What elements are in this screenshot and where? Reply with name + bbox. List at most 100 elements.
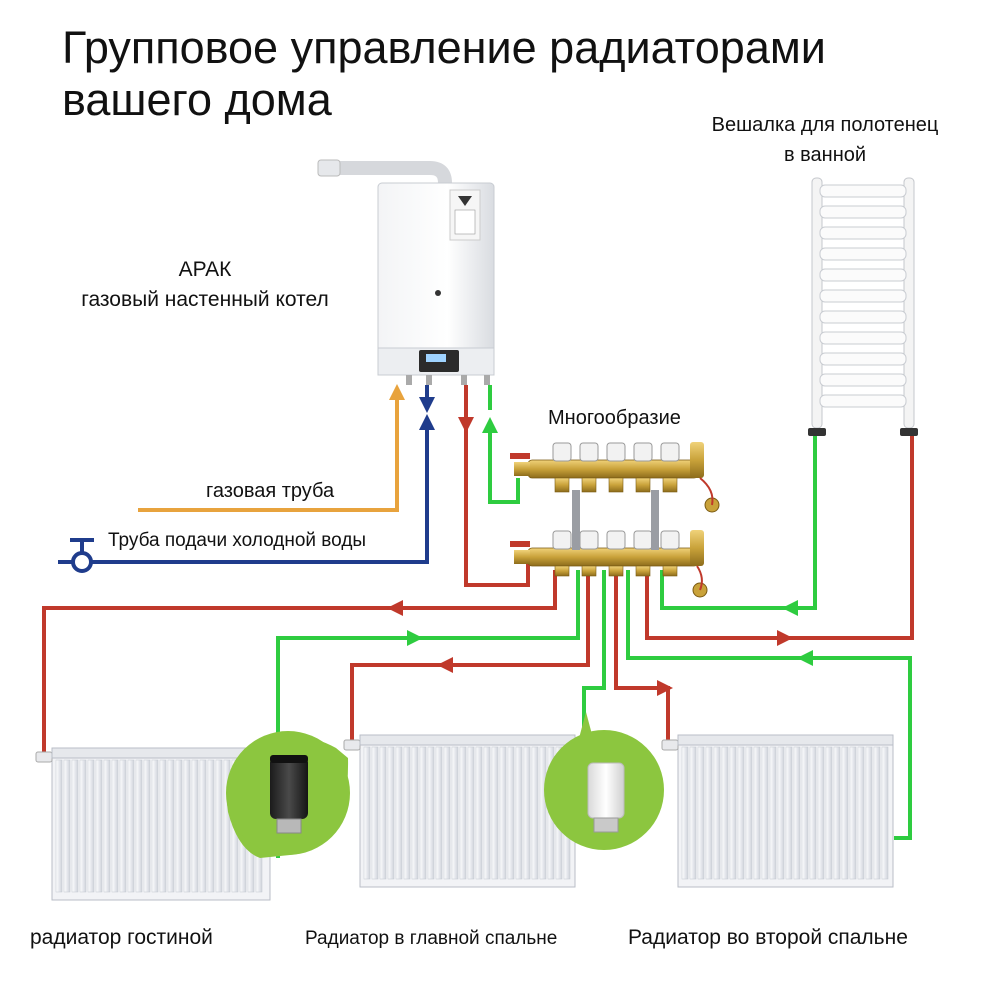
radiator-fin bbox=[689, 746, 697, 880]
radiator-master-label: Радиатор в главной спальне bbox=[305, 928, 558, 949]
radiator-fin bbox=[119, 759, 127, 893]
radiator-fin bbox=[785, 746, 793, 880]
radiator-fin bbox=[761, 746, 769, 880]
radiator-fin bbox=[387, 746, 395, 880]
radiator-fin bbox=[363, 746, 371, 880]
radiator-fin bbox=[435, 746, 443, 880]
radiator-fin bbox=[183, 759, 191, 893]
radiator-fin bbox=[207, 759, 215, 893]
radiator-fin bbox=[143, 759, 151, 893]
boiler-return-pipe bbox=[482, 417, 520, 504]
radiator-fin bbox=[523, 746, 531, 880]
radiator-fin bbox=[167, 759, 175, 893]
title-line-1: Групповое управление радиаторами bbox=[62, 22, 826, 73]
radiator-fin bbox=[159, 759, 167, 893]
towel-label-line-1: Вешалка для полотенец bbox=[711, 114, 939, 136]
radiator-fin bbox=[833, 746, 841, 880]
thermostat-dark-bubble bbox=[226, 731, 350, 858]
radiator-fin bbox=[87, 759, 95, 893]
radiator-fin bbox=[729, 746, 737, 880]
cold-water-pipe bbox=[58, 414, 435, 564]
brass-manifold bbox=[510, 442, 720, 598]
towel-rail bbox=[808, 177, 918, 436]
towel-label-line-2: в ванной bbox=[783, 144, 867, 166]
title-line-2: вашего дома bbox=[62, 74, 332, 125]
radiator-fin bbox=[737, 746, 745, 880]
boiler-label-line-1: АРАК bbox=[178, 258, 232, 281]
towel-rail-label: Вешалка для полотенец в ванной bbox=[665, 110, 985, 170]
second-return-pipe bbox=[626, 570, 912, 840]
radiator-fin bbox=[681, 746, 689, 880]
boiler bbox=[317, 159, 495, 385]
radiator-fin bbox=[809, 746, 817, 880]
radiator-top-cap bbox=[677, 734, 894, 746]
radiator-fin bbox=[71, 759, 79, 893]
radiator-fin bbox=[371, 746, 379, 880]
cold-water-pipe-label: Труба подачи холодной воды bbox=[108, 530, 367, 551]
radiator-fin bbox=[793, 746, 801, 880]
radiator-fin bbox=[753, 746, 761, 880]
radiator-fin bbox=[395, 746, 403, 880]
radiator-fin bbox=[873, 746, 881, 880]
radiator-fin bbox=[777, 746, 785, 880]
radiator-fin bbox=[825, 746, 833, 880]
living-supply-pipe bbox=[42, 570, 557, 755]
radiator-fin bbox=[135, 759, 143, 893]
boiler-label-line-2: газовый настенный котел bbox=[81, 288, 329, 311]
radiator-fin bbox=[191, 759, 199, 893]
radiator-fin bbox=[111, 759, 119, 893]
master-return-pipe bbox=[582, 570, 606, 742]
radiator-fin bbox=[857, 746, 865, 880]
radiator-fin bbox=[697, 746, 705, 880]
radiator-fin bbox=[841, 746, 849, 880]
radiator-fin bbox=[403, 746, 411, 880]
radiator-fin bbox=[817, 746, 825, 880]
radiator-fin bbox=[475, 746, 483, 880]
page-title: Групповое управление радиаторами вашего … bbox=[62, 22, 826, 126]
radiator-fin bbox=[491, 746, 499, 880]
radiator-fin bbox=[515, 746, 523, 880]
gas-pipe bbox=[138, 384, 405, 512]
radiator-fin bbox=[705, 746, 713, 880]
radiator-fin bbox=[865, 746, 873, 880]
thermostat-light-bubble bbox=[544, 712, 664, 850]
radiator-fin bbox=[427, 746, 435, 880]
radiator-fin bbox=[223, 759, 231, 893]
radiator-fin bbox=[721, 746, 729, 880]
radiator-fin bbox=[411, 746, 419, 880]
radiator-fin bbox=[419, 746, 427, 880]
radiator-top-cap bbox=[51, 747, 271, 759]
radiator-fin bbox=[151, 759, 159, 893]
radiator-fin bbox=[769, 746, 777, 880]
radiator-fin bbox=[199, 759, 207, 893]
water-valve-icon bbox=[70, 538, 94, 573]
master-supply-pipe bbox=[350, 570, 590, 742]
radiator-fin bbox=[531, 746, 539, 880]
radiator-fin bbox=[79, 759, 87, 893]
radiator-fin bbox=[443, 746, 451, 880]
radiator-fin bbox=[175, 759, 183, 893]
radiator-second-label: Радиатор во второй спальне bbox=[628, 926, 908, 949]
radiator-top-cap bbox=[359, 734, 576, 746]
radiator-fin bbox=[95, 759, 103, 893]
radiator-fin bbox=[63, 759, 71, 893]
radiator-fin bbox=[103, 759, 111, 893]
radiator-fin bbox=[507, 746, 515, 880]
radiator-fin bbox=[499, 746, 507, 880]
boiler-supply-pipe bbox=[464, 385, 530, 587]
radiator-fin bbox=[215, 759, 223, 893]
radiator-fin bbox=[127, 759, 135, 893]
radiator-fin bbox=[801, 746, 809, 880]
boiler-label: АРАК газовый настенный котел bbox=[55, 255, 355, 315]
radiator-fin bbox=[745, 746, 753, 880]
radiator-fin bbox=[379, 746, 387, 880]
radiator-fin bbox=[459, 746, 467, 880]
gas-pipe-label: газовая труба bbox=[206, 480, 335, 502]
radiator-fin bbox=[539, 746, 547, 880]
radiator-fin bbox=[55, 759, 63, 893]
radiator-fin bbox=[849, 746, 857, 880]
radiator-living-label: радиатор гостиной bbox=[30, 926, 213, 949]
manifold-label: Многообразие bbox=[548, 407, 681, 429]
